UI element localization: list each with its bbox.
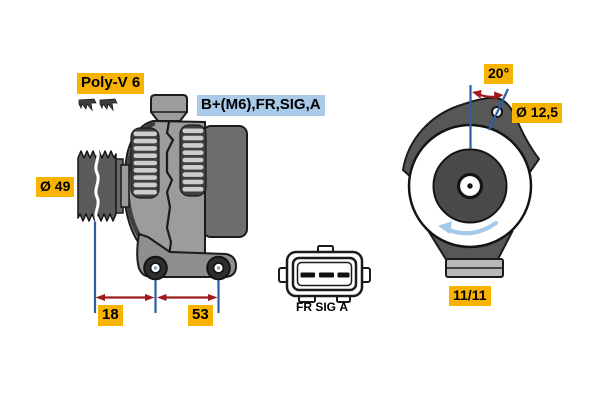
angle-arrow-20deg xyxy=(472,90,504,100)
connector-view xyxy=(278,245,371,303)
lug-angle-label: 20° xyxy=(484,64,514,84)
rear-housing xyxy=(202,125,248,238)
belt-profile-icons xyxy=(78,98,118,112)
vent-column-left xyxy=(130,127,160,199)
shaft-collar-inner xyxy=(120,164,130,208)
lug-hole-diameter-label: Ø 12,5 xyxy=(512,103,563,123)
mount-bushing-front xyxy=(143,255,168,281)
terminal-block xyxy=(150,94,188,122)
side-view xyxy=(77,94,248,313)
pulley-diameter-label: Ø 49 xyxy=(36,177,75,197)
connector-pin-labels: FR SIG A xyxy=(296,300,348,314)
dimension-53-label: 53 xyxy=(188,305,213,326)
pin-label-fr: FR xyxy=(296,300,312,314)
pin-label-sig: SIG xyxy=(315,300,336,314)
front-view xyxy=(402,85,540,278)
dimension-arrow-18 xyxy=(95,294,155,301)
vent-column-right xyxy=(179,124,207,197)
housing-split-line xyxy=(165,121,175,257)
connector-pins xyxy=(300,272,350,278)
pulley-break-line xyxy=(94,148,100,222)
shaft-center-dot xyxy=(467,183,473,189)
pin-label-a: A xyxy=(339,300,348,314)
dimension-18-label: 18 xyxy=(98,305,123,326)
dimension-lines-side xyxy=(93,222,220,313)
belt-type-label: Poly-V 6 xyxy=(77,73,145,94)
dimension-arrow-53 xyxy=(157,294,218,301)
bottom-foot xyxy=(445,258,504,278)
terminals-label: B+(M6),FR,SIG,A xyxy=(197,95,325,116)
angle-reference-lines xyxy=(469,85,509,149)
clock-position-label: 11/11 xyxy=(449,286,491,306)
rotation-arrow xyxy=(438,220,499,236)
mount-bushing-rear xyxy=(206,255,231,281)
